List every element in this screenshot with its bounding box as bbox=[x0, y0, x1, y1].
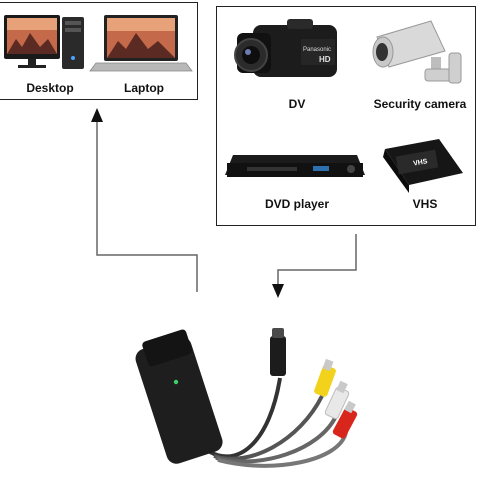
rca-white-connector bbox=[324, 380, 350, 420]
vhs-tape-icon: VHS bbox=[383, 139, 463, 193]
computers-illustration bbox=[4, 15, 193, 72]
connector-to-computers bbox=[96, 120, 198, 292]
vhs-label: VHS bbox=[412, 197, 438, 211]
security-camera-icon bbox=[372, 20, 462, 84]
dv-label: DV bbox=[288, 97, 306, 111]
camcorder-brand-text: Panasonic bbox=[303, 47, 331, 53]
dvd-player-icon bbox=[225, 155, 365, 177]
arrow-up-icon bbox=[91, 108, 103, 122]
laptop-label: Laptop bbox=[124, 81, 164, 95]
desktop-icon bbox=[4, 15, 84, 69]
laptop-icon bbox=[89, 15, 193, 72]
dvd-player-label: DVD player bbox=[264, 197, 330, 211]
video-sources-panel: Panasonic HD VHS DV Security came bbox=[216, 6, 476, 226]
computers-panel: Desktop Laptop bbox=[0, 2, 198, 100]
rca-yellow-connector bbox=[314, 358, 336, 397]
usb-dongle bbox=[135, 329, 223, 464]
rca-red-connector bbox=[332, 400, 358, 439]
camcorder-icon: Panasonic HD bbox=[234, 19, 337, 77]
vhs-tape-text: VHS bbox=[413, 158, 429, 167]
arrow-down-icon bbox=[272, 284, 284, 298]
s-video-connector bbox=[270, 328, 286, 376]
sources-illustration: Panasonic HD VHS bbox=[225, 19, 463, 193]
hd-badge-text: HD bbox=[319, 55, 331, 64]
desktop-label: Desktop bbox=[26, 81, 74, 95]
connector-from-sources bbox=[277, 234, 357, 288]
security-camera-label: Security camera bbox=[373, 97, 467, 111]
